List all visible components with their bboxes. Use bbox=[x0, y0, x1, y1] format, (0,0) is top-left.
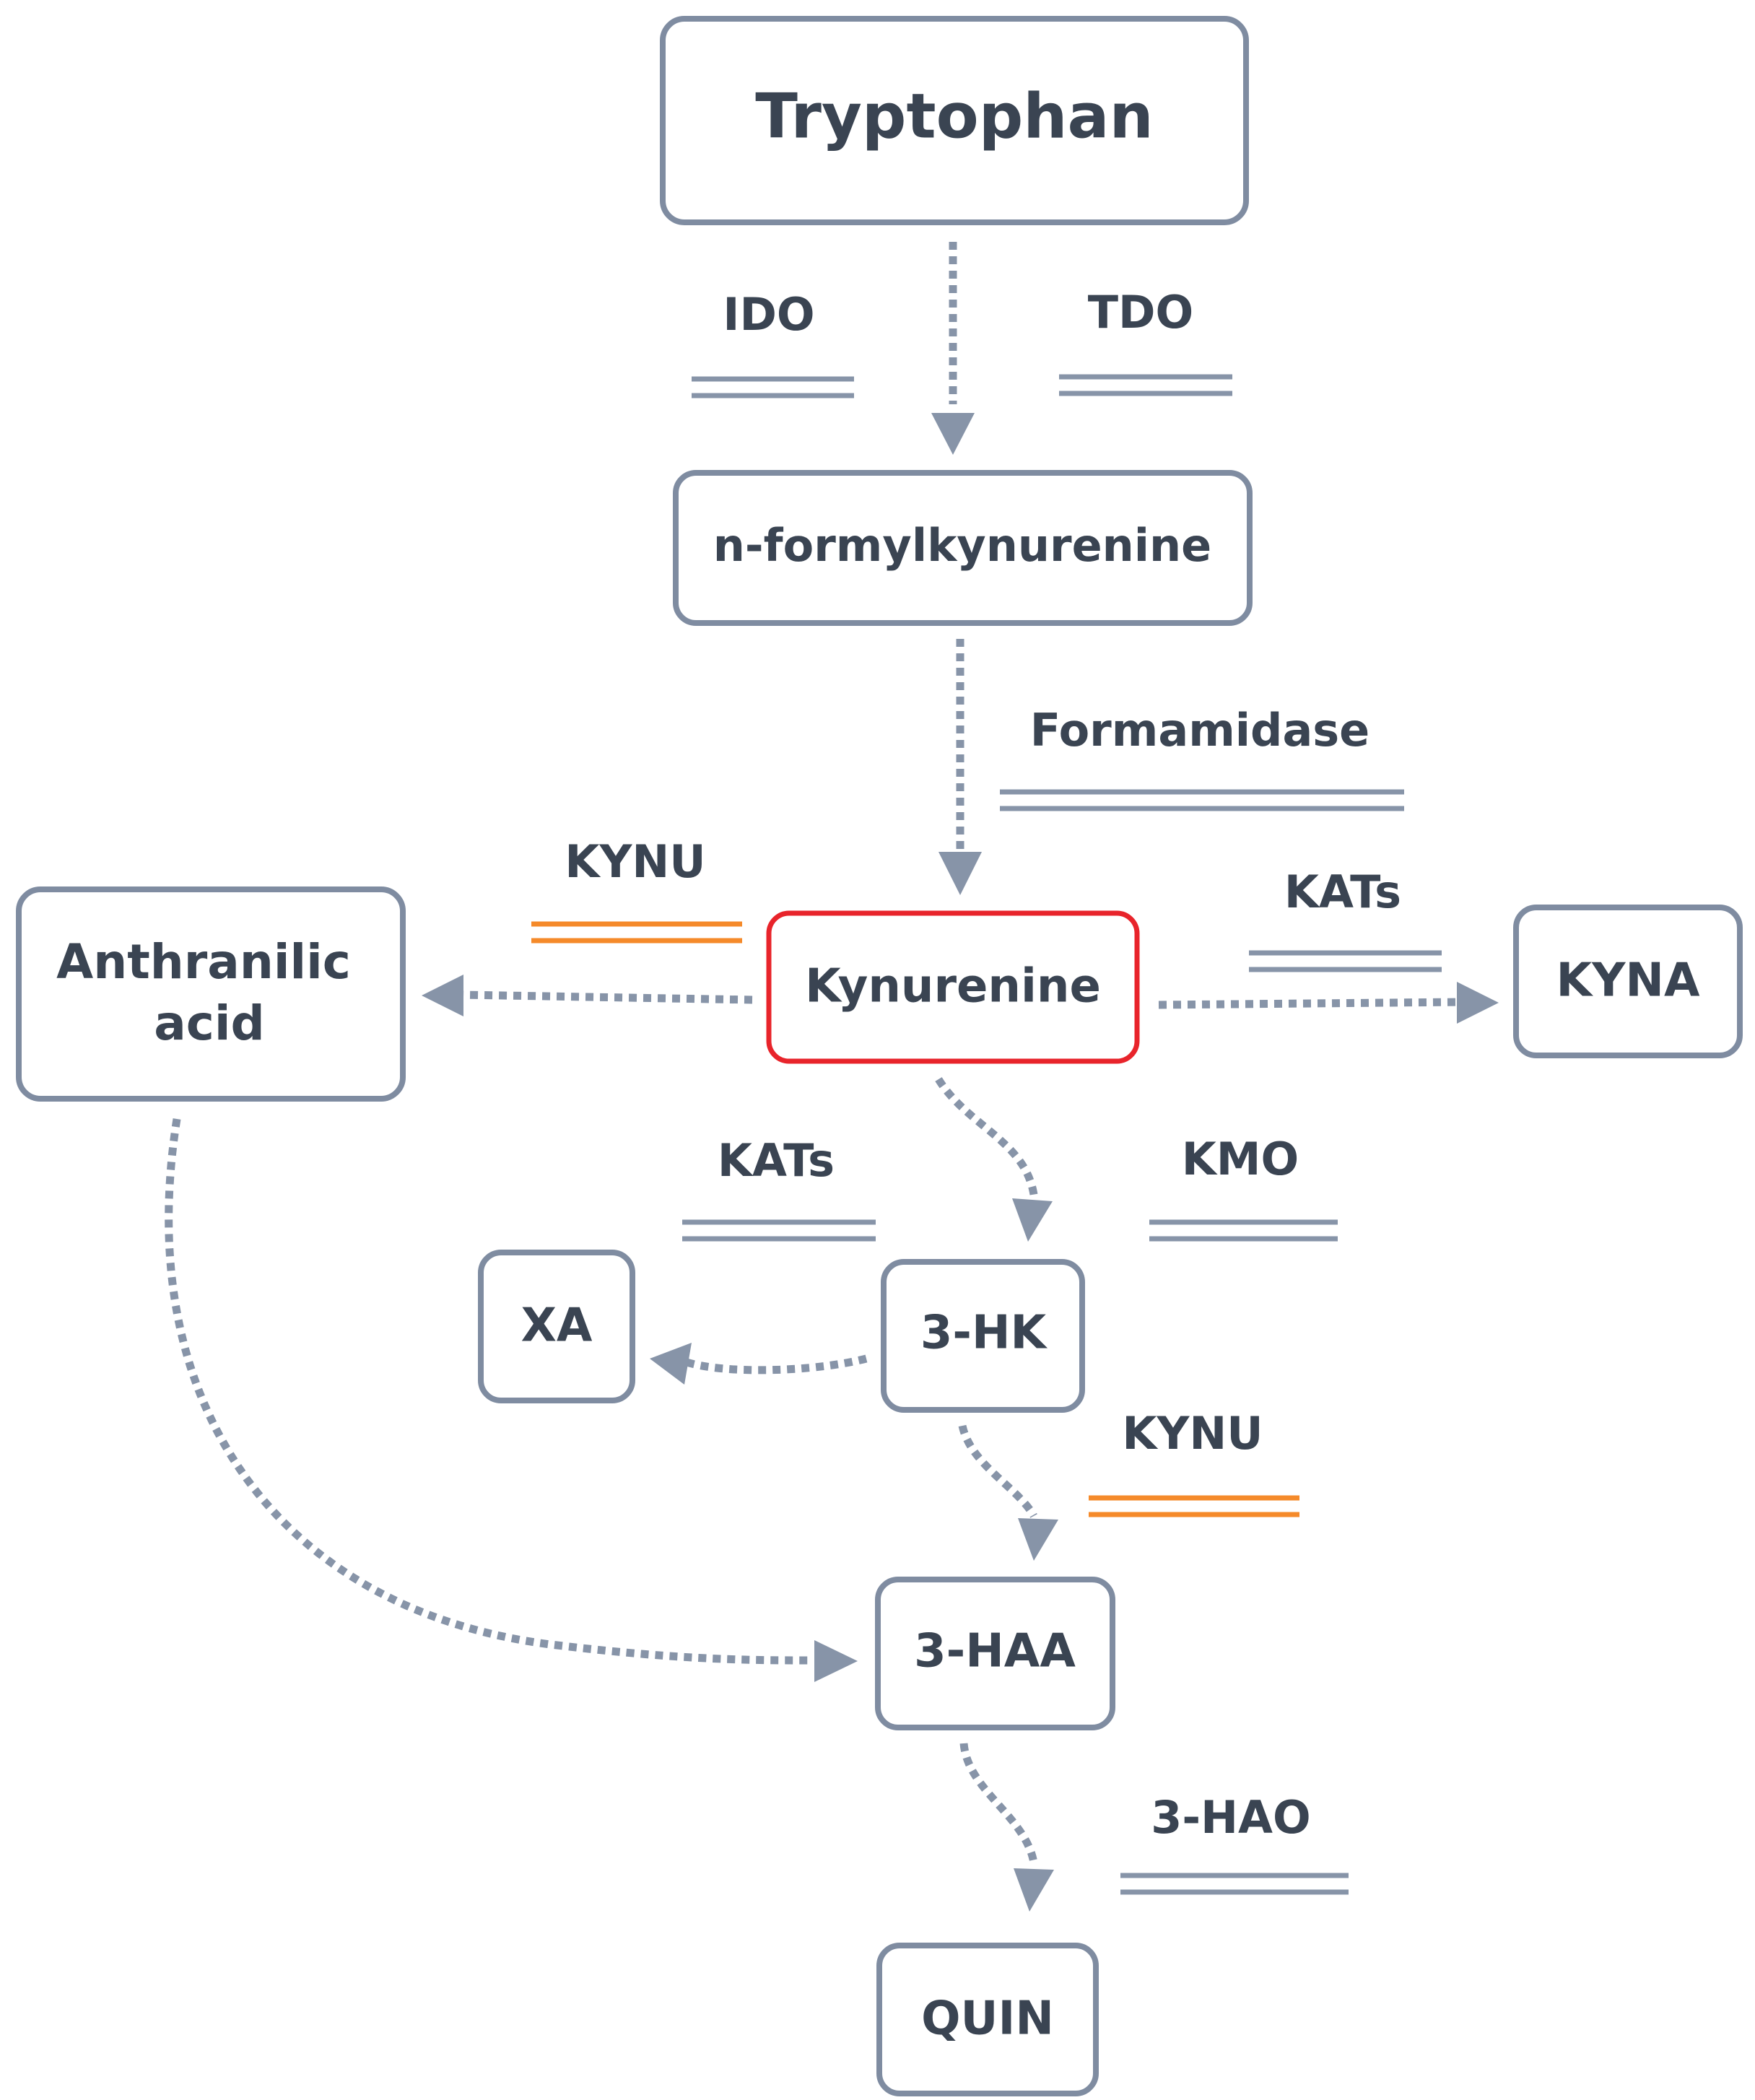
kyna-label: KYNA bbox=[1556, 954, 1700, 1008]
ido-bar bbox=[692, 376, 854, 398]
anthranilic-acid-box bbox=[16, 886, 406, 1102]
3-haa-box bbox=[875, 1577, 1115, 1730]
3-hao-label: 3-HAO bbox=[1151, 1791, 1310, 1844]
arrow-3hk-to-xa bbox=[681, 1354, 868, 1374]
n-formylkynurenine-box bbox=[673, 470, 1253, 626]
arrow-3hk-to-3haa bbox=[958, 1424, 1037, 1518]
arrowhead-kynurenine bbox=[939, 852, 982, 895]
formamidase-bar bbox=[1000, 789, 1404, 811]
kats-lower-label: KATs bbox=[718, 1134, 835, 1187]
kynu-lower-bar bbox=[1089, 1495, 1299, 1517]
arrowhead-nfk bbox=[931, 413, 975, 455]
xa-box bbox=[478, 1250, 635, 1403]
arrowhead-xa bbox=[650, 1343, 692, 1385]
kynu-left-label: KYNU bbox=[565, 835, 705, 888]
kats-lower-bar bbox=[682, 1219, 876, 1242]
tryptophan-label: Tryptophan bbox=[755, 80, 1153, 152]
kmo-label: KMO bbox=[1182, 1133, 1299, 1185]
kats-right-bar bbox=[1249, 950, 1442, 972]
formamidase-label: Formamidase bbox=[1030, 704, 1369, 757]
tryptophan-box bbox=[660, 16, 1249, 225]
3-haa-label: 3-HAA bbox=[914, 1625, 1076, 1678]
arrowhead-3hk bbox=[1012, 1198, 1053, 1242]
arrowhead-anthranilic bbox=[422, 975, 463, 1016]
arrow-anthranilic-to-3haa bbox=[165, 1118, 813, 1665]
arrow-kynurenine-to-kyna bbox=[1158, 998, 1463, 1009]
arrow-3haa-to-quin bbox=[959, 1743, 1038, 1864]
quin-box bbox=[876, 1943, 1099, 2096]
tdo-label: TDO bbox=[1088, 286, 1193, 339]
anthranilic-acid-label-line2: acid bbox=[154, 995, 265, 1051]
xa-label: XA bbox=[521, 1299, 593, 1353]
anthranilic-acid-label-line1: Anthranilic bbox=[56, 934, 351, 990]
arrowhead-3haa-from-3hk bbox=[1018, 1518, 1058, 1561]
arrowhead-quin bbox=[1014, 1868, 1054, 1912]
tdo-bar bbox=[1059, 374, 1232, 396]
arrowhead-kyna bbox=[1457, 982, 1499, 1024]
kynu-lower-label: KYNU bbox=[1122, 1407, 1263, 1460]
kynurenine-box bbox=[766, 910, 1140, 1064]
arrowhead-3haa-from-anthranilic bbox=[814, 1640, 858, 1682]
kyna-box bbox=[1513, 905, 1743, 1058]
n-formylkynurenine-label: n-formylkynurenine bbox=[713, 519, 1211, 572]
kynu-left-bar bbox=[531, 921, 742, 944]
ido-label: IDO bbox=[723, 288, 814, 341]
quin-label: QUIN bbox=[921, 1992, 1054, 2046]
arrow-kynurenine-to-3hk bbox=[935, 1077, 1038, 1195]
arrow-kynurenine-to-anthranilic bbox=[461, 990, 753, 1004]
3-hao-bar bbox=[1120, 1873, 1349, 1895]
kynurenine-label: Kynurenine bbox=[805, 960, 1101, 1014]
3-hk-box bbox=[881, 1259, 1085, 1413]
3-hk-label: 3-HK bbox=[920, 1307, 1048, 1360]
kmo-bar bbox=[1149, 1219, 1338, 1242]
kats-right-label: KATs bbox=[1284, 866, 1401, 918]
